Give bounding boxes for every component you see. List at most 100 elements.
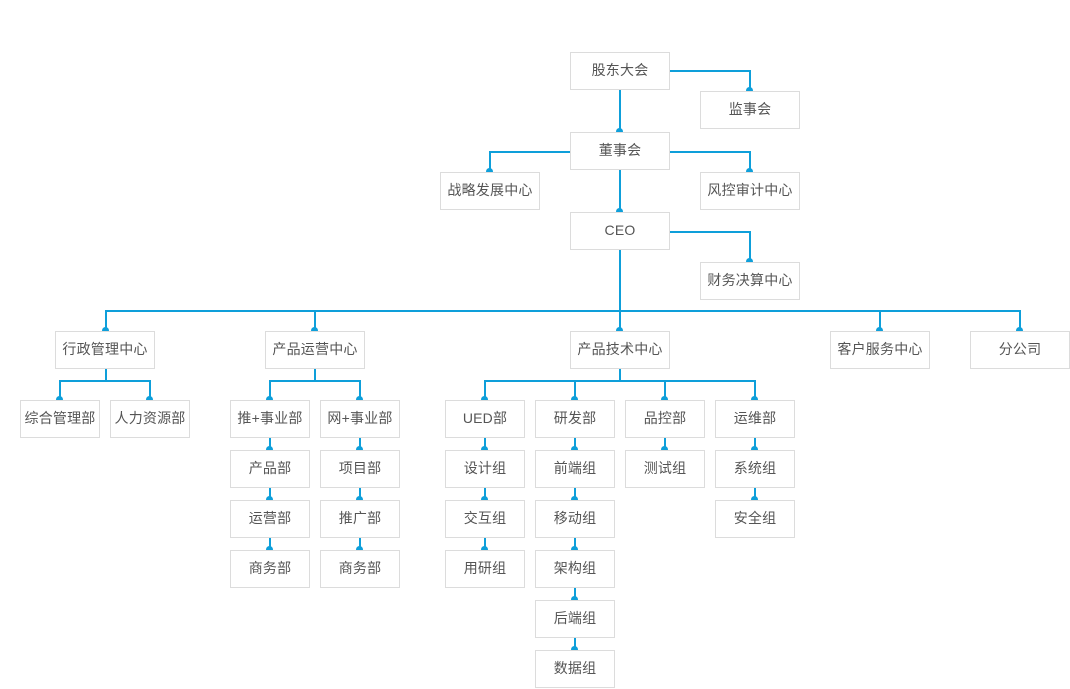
dot-user-research-group: [481, 546, 488, 553]
edge-ceo-bus-stem: [619, 250, 621, 311]
node-ued-dept[interactable]: UED部: [445, 400, 525, 438]
node-admin-center[interactable]: 行政管理中心: [55, 331, 155, 369]
edge-product-ops-drop-2: [359, 380, 361, 403]
edge-chain-ops-2: [754, 488, 756, 503]
node-system-group[interactable]: 系统组: [715, 450, 795, 488]
node-risk-audit[interactable]: 风控审计中心: [700, 172, 800, 210]
dot-mobile-group: [571, 496, 578, 503]
edge-product-tech-stem: [619, 369, 621, 381]
edge-chain-ops-1: [754, 438, 756, 453]
dot-product-ops-center: [311, 327, 318, 334]
dot-admin-center: [102, 327, 109, 334]
node-frontend-group[interactable]: 前端组: [535, 450, 615, 488]
edge-product-tech-drop-2: [574, 380, 576, 403]
dot-ued-dept: [481, 396, 488, 403]
node-supervisors[interactable]: 监事会: [700, 91, 800, 129]
edge-chain-wang-2: [359, 488, 361, 503]
dot-supervisors: [746, 87, 753, 94]
node-shareholders[interactable]: 股东大会: [570, 52, 670, 90]
dot-human-resources: [146, 396, 153, 403]
node-business-dept-2[interactable]: 商务部: [320, 550, 400, 588]
node-promotion-dept[interactable]: 推广部: [320, 500, 400, 538]
node-general-admin[interactable]: 综合管理部: [20, 400, 100, 438]
dot-system-group: [751, 446, 758, 453]
node-user-research-group[interactable]: 用研组: [445, 550, 525, 588]
edge-product-ops-drop-1: [269, 380, 271, 403]
edge-product-tech-drop-1: [484, 380, 486, 403]
edge-board-strategy-h: [489, 151, 571, 153]
dot-interaction-group: [481, 496, 488, 503]
edge-admin-drop-2: [149, 380, 151, 403]
node-human-resources[interactable]: 人力资源部: [110, 400, 190, 438]
node-mobile-group[interactable]: 移动组: [535, 500, 615, 538]
bus-drop-branch: [1019, 310, 1021, 334]
dot-project-dept: [356, 446, 363, 453]
dot-finance: [746, 258, 753, 265]
edge-product-ops-bus: [269, 380, 361, 382]
node-ceo[interactable]: CEO: [570, 212, 670, 250]
dot-design-group: [481, 446, 488, 453]
bus-drop-customer-service: [879, 310, 881, 334]
dot-qa-dept: [661, 396, 668, 403]
bus-drop-product-ops: [314, 310, 316, 334]
edge-chain-rd-3: [574, 538, 576, 553]
edge-chain-ued-1: [484, 438, 486, 453]
node-wang-division[interactable]: 网+事业部: [320, 400, 400, 438]
edge-chain-rd-4: [574, 588, 576, 603]
node-testing-group[interactable]: 测试组: [625, 450, 705, 488]
node-qa-dept[interactable]: 品控部: [625, 400, 705, 438]
edge-shareholders-supervisors-v: [749, 70, 751, 94]
edge-board-risk-h: [670, 151, 751, 153]
node-board[interactable]: 董事会: [570, 132, 670, 170]
edge-product-tech-drop-4: [754, 380, 756, 403]
bus-drop-admin: [105, 310, 107, 334]
node-customer-service-center[interactable]: 客户服务中心: [830, 331, 930, 369]
dot-product-tech-center: [616, 327, 623, 334]
dot-frontend-group: [571, 446, 578, 453]
node-project-dept[interactable]: 项目部: [320, 450, 400, 488]
node-interaction-group[interactable]: 交互组: [445, 500, 525, 538]
dot-business-dept-2: [356, 546, 363, 553]
node-tui-division[interactable]: 推+事业部: [230, 400, 310, 438]
node-design-group[interactable]: 设计组: [445, 450, 525, 488]
node-finance[interactable]: 财务决算中心: [700, 262, 800, 300]
dot-operations-dept: [266, 496, 273, 503]
node-rd-dept[interactable]: 研发部: [535, 400, 615, 438]
dot-board: [616, 128, 623, 135]
edge-admin-drop-1: [59, 380, 61, 403]
node-data-group[interactable]: 数据组: [535, 650, 615, 688]
node-product-dept[interactable]: 产品部: [230, 450, 310, 488]
edge-board-strategy-v: [489, 151, 491, 175]
dot-rd-dept: [571, 396, 578, 403]
bus-drop-product-tech: [619, 310, 621, 334]
edge-product-tech-bus: [484, 380, 755, 382]
dot-security-group: [751, 496, 758, 503]
node-architecture-group[interactable]: 架构组: [535, 550, 615, 588]
edge-admin-bus: [59, 380, 151, 382]
node-security-group[interactable]: 安全组: [715, 500, 795, 538]
edge-admin-stem: [105, 369, 107, 381]
dot-customer-service-center: [876, 327, 883, 334]
node-product-tech-center[interactable]: 产品技术中心: [570, 331, 670, 369]
node-business-dept-1[interactable]: 商务部: [230, 550, 310, 588]
edge-product-ops-stem: [314, 369, 316, 381]
dot-risk-audit: [746, 168, 753, 175]
edge-ceo-finance-v: [749, 231, 751, 265]
dot-promotion-dept: [356, 496, 363, 503]
dot-business-dept-1: [266, 546, 273, 553]
edge-product-tech-drop-3: [664, 380, 666, 403]
node-product-ops-center[interactable]: 产品运营中心: [265, 331, 365, 369]
node-branch-company[interactable]: 分公司: [970, 331, 1070, 369]
node-backend-group[interactable]: 后端组: [535, 600, 615, 638]
dot-ceo: [616, 208, 623, 215]
main-bus: [105, 310, 1021, 312]
edge-shareholders-supervisors-h: [670, 70, 751, 72]
dot-testing-group: [661, 446, 668, 453]
node-operations-dept[interactable]: 运营部: [230, 500, 310, 538]
edge-chain-tui-1: [269, 438, 271, 453]
edge-chain-ued-3: [484, 538, 486, 553]
edge-chain-tui-3: [269, 538, 271, 553]
node-ops-dept[interactable]: 运维部: [715, 400, 795, 438]
node-strategy[interactable]: 战略发展中心: [440, 172, 540, 210]
